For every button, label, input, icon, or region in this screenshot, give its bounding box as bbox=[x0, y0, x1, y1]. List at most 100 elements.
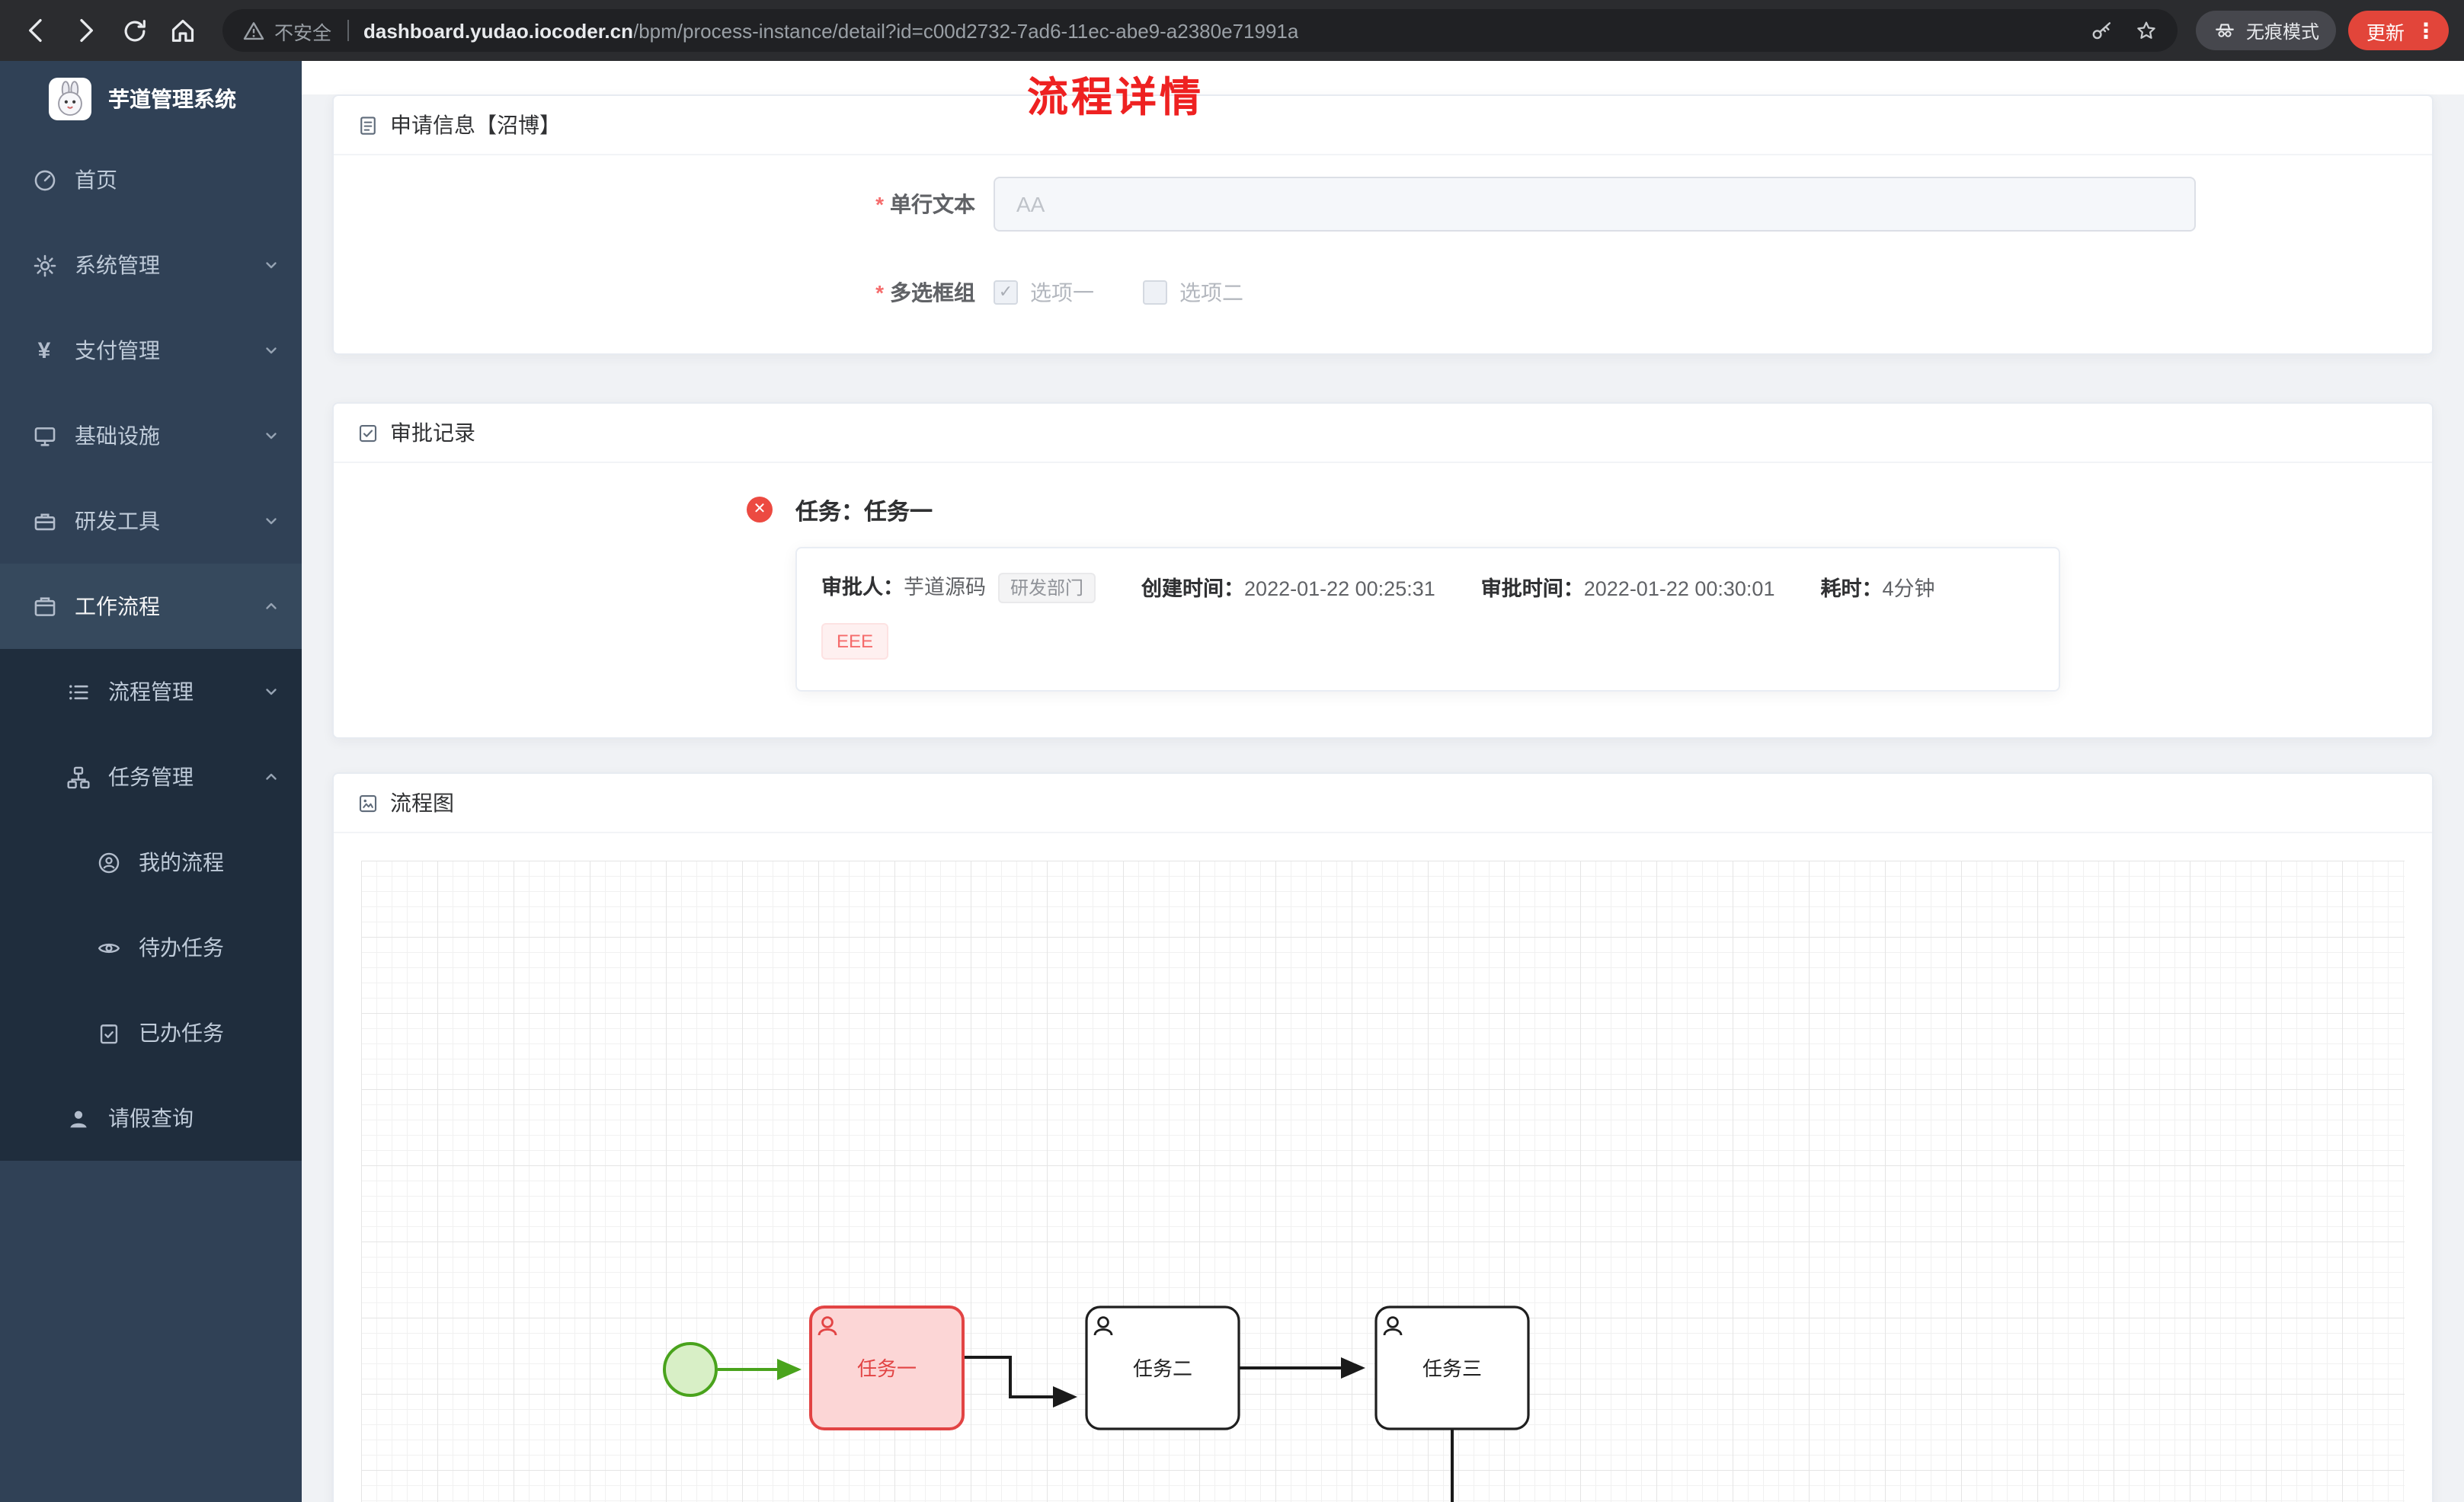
chevron-down-icon bbox=[262, 512, 280, 530]
approval-record-card: 审批记录 ✕ 任务：任务一 审批人：芋道源码研发部门 创建时间：2022-01-… bbox=[332, 402, 2434, 739]
sitemap-icon bbox=[64, 764, 91, 790]
sidebar-item-devtools[interactable]: 研发工具 bbox=[0, 478, 302, 564]
briefcase-icon bbox=[30, 508, 58, 534]
approval-detail-card: 审批人：芋道源码研发部门 创建时间：2022-01-22 00:25:31 审批… bbox=[795, 547, 2060, 692]
approval-reason-line: EEE bbox=[821, 622, 2034, 659]
required-asterisk: * bbox=[875, 192, 884, 216]
sidebar-item-system[interactable]: 系统管理 bbox=[0, 222, 302, 308]
monitor-icon bbox=[30, 423, 58, 449]
chevron-down-icon bbox=[262, 427, 280, 445]
forward-icon[interactable] bbox=[64, 9, 107, 52]
task-label: 任务一 bbox=[857, 1357, 917, 1380]
sidebar-item-label: 支付管理 bbox=[75, 338, 160, 363]
task-node-2[interactable]: 任务二 bbox=[1085, 1305, 1240, 1430]
required-asterisk: * bbox=[875, 280, 884, 305]
single-line-text-input[interactable] bbox=[994, 177, 2196, 232]
bookmark-star-icon[interactable] bbox=[2133, 18, 2159, 43]
chevron-down-icon bbox=[262, 682, 280, 701]
warning-icon bbox=[241, 18, 267, 43]
duration-value: 4分钟 bbox=[1882, 577, 1935, 600]
workflow-icon bbox=[30, 593, 58, 619]
sidebar-item-label: 已办任务 bbox=[139, 1021, 224, 1045]
task-node-1[interactable]: 任务一 bbox=[809, 1305, 965, 1430]
menu-dots-icon[interactable]: ⋮ bbox=[2415, 18, 2437, 42]
create-time-item: 创建时间：2022-01-22 00:25:31 bbox=[1141, 577, 1435, 600]
url-domain: dashboard.yudao.iocoder.cn bbox=[363, 19, 633, 42]
refresh-icon[interactable] bbox=[113, 9, 155, 52]
diagram-card-header: 流程图 bbox=[334, 774, 2432, 833]
approver-item: 审批人：芋道源码研发部门 bbox=[821, 570, 1096, 602]
sidebar-item-label: 首页 bbox=[75, 168, 117, 192]
sidebar-item-label: 任务管理 bbox=[108, 765, 194, 789]
clipboard-check-icon bbox=[94, 1020, 122, 1046]
update-label: 更新 bbox=[2366, 22, 2405, 43]
sidebar-item-home[interactable]: 首页 bbox=[0, 137, 302, 222]
incognito-badge: 无痕模式 bbox=[2195, 11, 2336, 50]
app-title: 芋道管理系统 bbox=[108, 87, 236, 111]
user-task-icon bbox=[818, 1316, 837, 1336]
user-task-icon bbox=[1383, 1316, 1403, 1336]
bpmn-canvas[interactable]: 任务一 任务二 bbox=[361, 861, 2405, 1502]
sidebar-item-label: 系统管理 bbox=[75, 253, 160, 277]
checkbox-option-1[interactable]: ✓ 选项一 bbox=[994, 277, 1094, 308]
browser-toolbar: 不安全 dashboard.yudao.iocoder.cn /bpm/proc… bbox=[0, 0, 2464, 61]
sidebar-item-label: 工作流程 bbox=[75, 594, 160, 618]
text-field-label: *单行文本 bbox=[875, 192, 975, 216]
chevron-down-icon bbox=[262, 256, 280, 274]
eye-icon bbox=[94, 935, 122, 960]
checkbox-label: 选项一 bbox=[1030, 280, 1094, 305]
url-separator bbox=[347, 20, 349, 41]
back-icon[interactable] bbox=[15, 9, 58, 52]
bpmn-svg: 任务一 任务二 bbox=[361, 861, 2405, 1502]
diagram-card-title: 流程图 bbox=[390, 791, 454, 815]
sidebar-item-todo-tasks[interactable]: 待办任务 bbox=[0, 905, 302, 990]
chevron-down-icon bbox=[262, 341, 280, 360]
dashboard-icon bbox=[30, 167, 58, 193]
update-browser-button[interactable]: 更新 ⋮ bbox=[2347, 11, 2449, 50]
diagram-icon bbox=[357, 791, 379, 814]
main-content: 流程详情 申请信息【沼博】 *单行文本 *多选框组 ✓ 选项一 bbox=[302, 61, 2464, 1502]
app-avatar bbox=[49, 78, 91, 120]
sidebar-item-label: 流程管理 bbox=[108, 679, 194, 704]
approve-time-value: 2022-01-22 00:30:01 bbox=[1583, 577, 1775, 600]
sidebar-item-task-management[interactable]: 任务管理 bbox=[0, 734, 302, 820]
chevron-up-icon bbox=[262, 597, 280, 615]
sidebar-item-done-tasks[interactable]: 已办任务 bbox=[0, 990, 302, 1075]
person-circle-icon bbox=[94, 849, 122, 875]
form-row-checkboxes: *多选框组 ✓ 选项一 ✓ 选项二 bbox=[334, 265, 2432, 320]
task-node-3[interactable]: 任务三 bbox=[1374, 1305, 1530, 1430]
list-icon bbox=[64, 679, 91, 705]
key-icon[interactable] bbox=[2089, 18, 2115, 43]
home-icon[interactable] bbox=[162, 9, 204, 52]
checkbox-icon: ✓ bbox=[1143, 280, 1167, 305]
sidebar-item-my-process[interactable]: 我的流程 bbox=[0, 820, 302, 905]
checkbox-option-2[interactable]: ✓ 选项二 bbox=[1143, 277, 1243, 308]
sidebar-item-infrastructure[interactable]: 基础设施 bbox=[0, 393, 302, 478]
sidebar-item-workflow[interactable]: 工作流程 bbox=[0, 564, 302, 649]
chevron-up-icon bbox=[262, 768, 280, 786]
incognito-label: 无痕模式 bbox=[2245, 21, 2319, 42]
task-label: 任务二 bbox=[1133, 1357, 1192, 1380]
page-title: 流程详情 bbox=[1027, 75, 1204, 120]
apply-card-header: 申请信息【沼博】 bbox=[334, 96, 2432, 155]
user-task-icon bbox=[1093, 1316, 1113, 1336]
edge-task1-task2 bbox=[963, 1356, 1077, 1408]
sidebar-item-process-management[interactable]: 流程管理 bbox=[0, 649, 302, 734]
form-row-text: *单行文本 bbox=[334, 177, 2432, 232]
document-icon bbox=[357, 113, 379, 136]
gear-icon bbox=[30, 252, 58, 278]
task-label: 任务三 bbox=[1422, 1357, 1482, 1380]
sidebar-item-payment[interactable]: ¥ 支付管理 bbox=[0, 308, 302, 393]
person-icon bbox=[64, 1105, 91, 1131]
start-event-node[interactable] bbox=[663, 1342, 718, 1397]
process-diagram-card: 流程图 bbox=[332, 772, 2434, 1502]
sidebar-item-label: 基础设施 bbox=[75, 423, 160, 448]
apply-card-title: 申请信息【沼博】 bbox=[390, 113, 561, 137]
approver-name: 芋道源码 bbox=[904, 576, 986, 599]
duration-item: 耗时：4分钟 bbox=[1820, 577, 1935, 600]
approval-card-header: 审批记录 bbox=[334, 404, 2432, 463]
url-bar[interactable]: 不安全 dashboard.yudao.iocoder.cn /bpm/proc… bbox=[222, 9, 2178, 52]
checkbox-icon: ✓ bbox=[994, 280, 1018, 305]
task-rejected-icon: ✕ bbox=[747, 497, 773, 523]
sidebar-item-leave-query[interactable]: 请假查询 bbox=[0, 1075, 302, 1161]
